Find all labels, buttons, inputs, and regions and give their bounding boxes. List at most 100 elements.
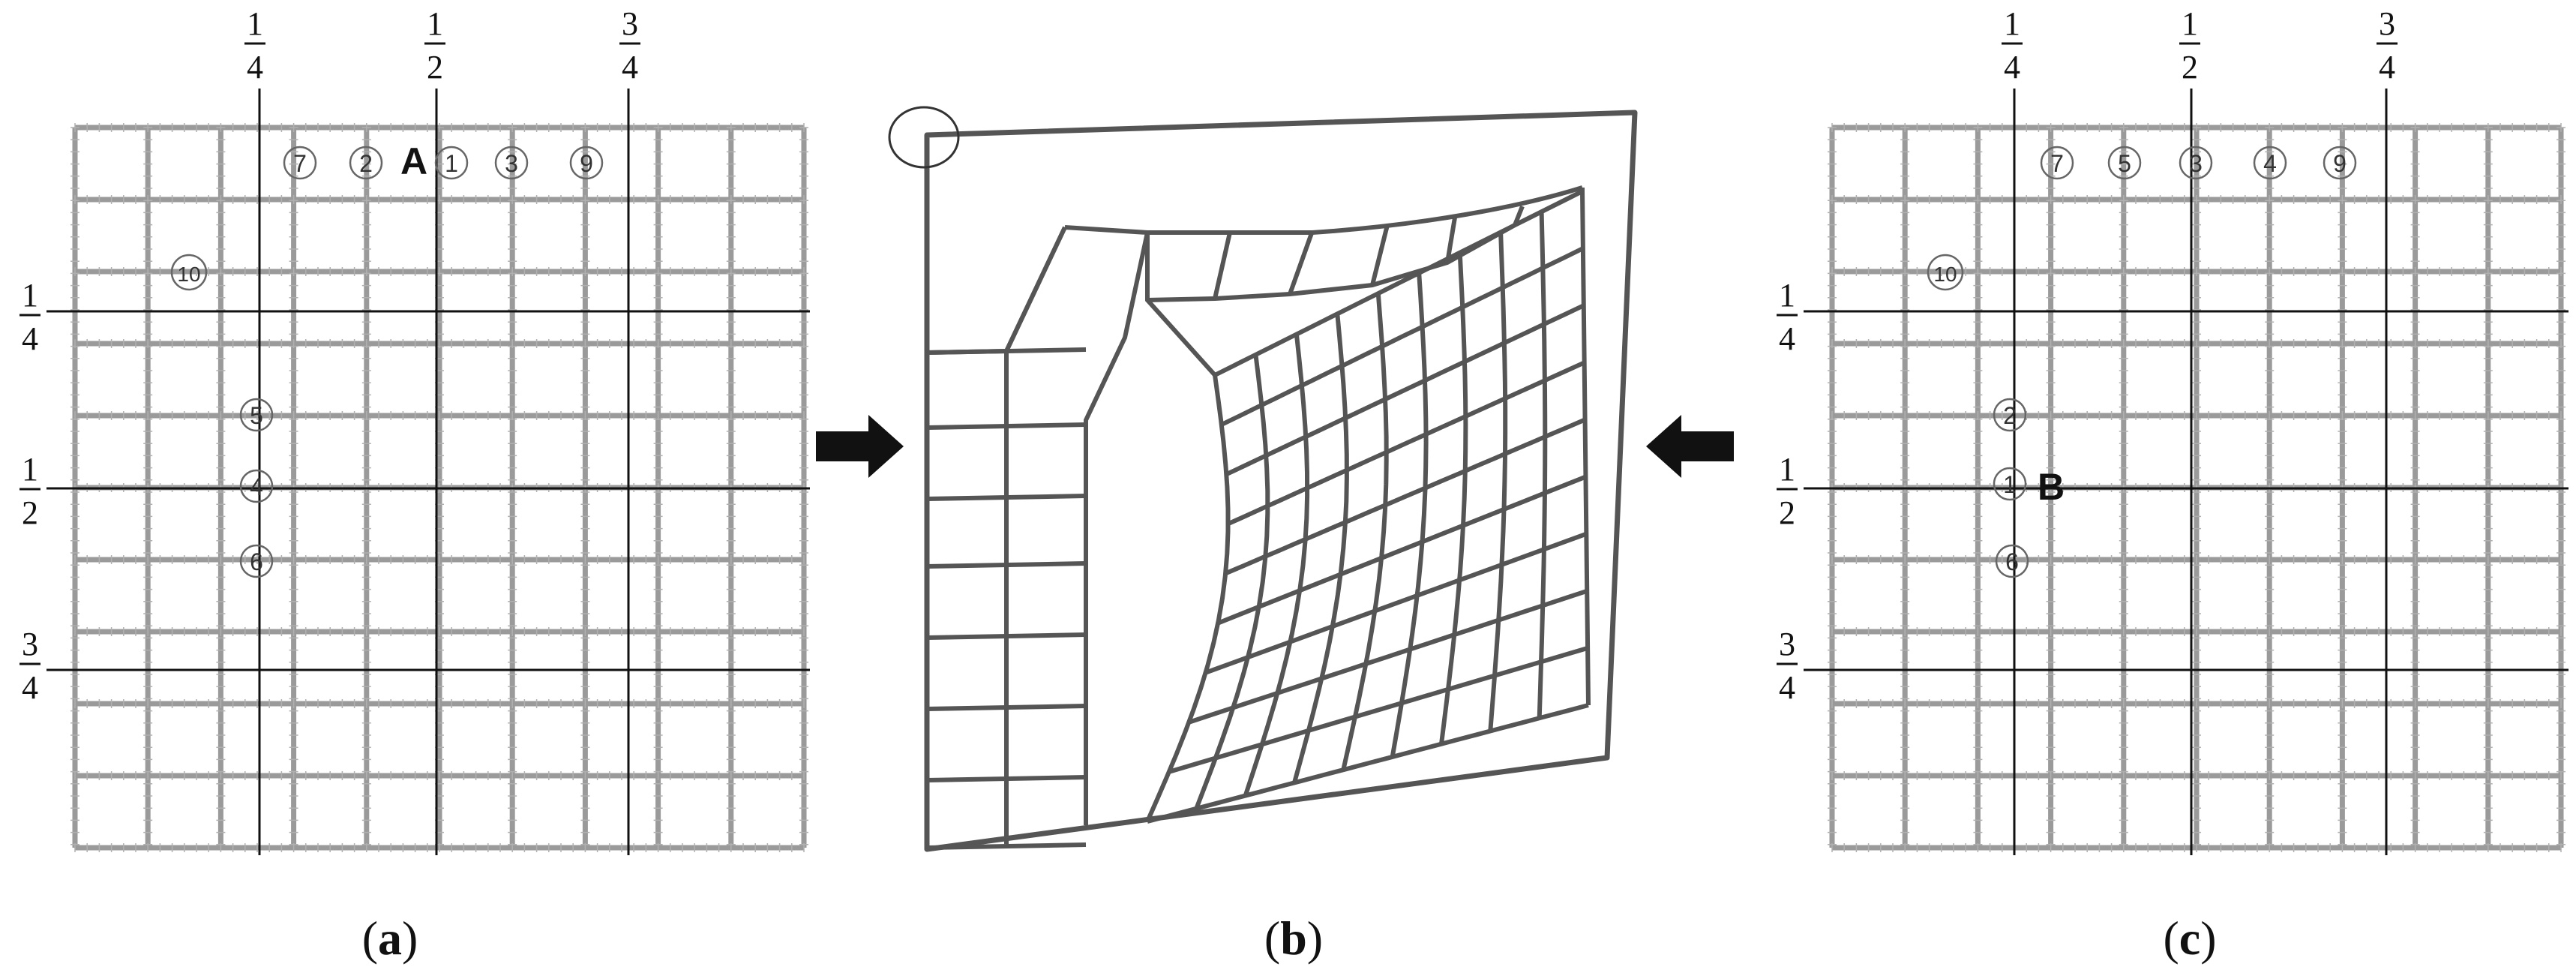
- mesh-line-vertical: [1292, 314, 1349, 784]
- svg-text:2: 2: [2003, 402, 2017, 429]
- fraction-denominator: 4: [1779, 320, 1795, 357]
- mesh-line-horizontal: [1147, 703, 1589, 824]
- svg-text:2: 2: [359, 150, 373, 177]
- fraction-denominator: 4: [622, 49, 638, 86]
- svg-text:10: 10: [1933, 263, 1957, 286]
- svg-text:4: 4: [250, 473, 263, 500]
- panel-c-top-fraction-3: 3 4: [2377, 5, 2398, 86]
- mesh-line-horizontal: [1227, 360, 1585, 527]
- mesh-line-vertical: [1084, 232, 1150, 825]
- svg-text:7: 7: [293, 150, 307, 177]
- fraction-numerator: 3: [622, 5, 638, 42]
- panel-a-left-fraction-2: 1 2: [19, 451, 40, 531]
- mesh-line-horizontal: [1220, 246, 1585, 427]
- svg-text:5: 5: [2118, 150, 2131, 177]
- fraction-numerator: 3: [22, 626, 38, 662]
- svg-text:3: 3: [2189, 150, 2203, 177]
- mesh-line-vertical: [1288, 230, 1315, 296]
- panel-c-left-fraction-3: 3 4: [1777, 626, 1798, 706]
- svg-text:6: 6: [2005, 548, 2019, 575]
- arrow-right-icon: [816, 415, 904, 478]
- mesh-line-horizontal: [1147, 189, 1584, 302]
- fraction-numerator: 1: [2004, 5, 2020, 42]
- mesh-line-vertical: [1537, 212, 1548, 719]
- mesh-line-vertical: [1145, 374, 1231, 823]
- deformed-mesh: [1145, 188, 1591, 824]
- panel-c-left-fraction-2: 1 2: [1777, 451, 1798, 531]
- svg-text:4: 4: [2263, 150, 2277, 177]
- mesh-line-horizontal: [1225, 417, 1586, 576]
- mesh-line-vertical: [1341, 293, 1389, 770]
- fraction-numerator: 1: [2182, 5, 2198, 42]
- marker: 9: [569, 146, 604, 180]
- mesh-line-vertical: [1580, 191, 1591, 706]
- marker: 3: [2179, 146, 2213, 180]
- mesh-line-vertical: [1213, 232, 1232, 299]
- grid-tick-marks: [1828, 123, 2566, 852]
- marker: 1: [1993, 467, 2027, 501]
- mesh-line-horizontal: [1225, 303, 1585, 476]
- svg-text:10: 10: [177, 263, 200, 286]
- svg-text:1: 1: [2003, 471, 2017, 498]
- mesh-line-connector: [1145, 233, 1217, 377]
- mesh-line-vertical: [1194, 354, 1270, 809]
- fraction-denominator: 2: [2182, 49, 2198, 86]
- mesh-line-vertical: [1390, 272, 1429, 758]
- fraction-denominator: 4: [22, 669, 38, 706]
- fraction-denominator: 4: [22, 320, 38, 357]
- panel-c-markers: 7 5 3 4 9 10 2: [1927, 146, 2357, 578]
- fraction-denominator: 2: [1779, 494, 1795, 531]
- fraction-denominator: 4: [2379, 49, 2395, 86]
- svg-text:3: 3: [505, 150, 518, 177]
- fraction-denominator: 2: [22, 494, 38, 531]
- point-label-b: B: [2038, 466, 2065, 508]
- marker: 4: [239, 469, 274, 503]
- arrow-left-icon: [1646, 415, 1734, 478]
- marker: 2: [349, 146, 383, 180]
- grid-tick-marks: [70, 123, 808, 852]
- fraction-numerator: 1: [1779, 277, 1795, 314]
- panel-c-top-fraction-1: 1 4: [2002, 5, 2023, 86]
- fraction-numerator: 1: [427, 5, 443, 42]
- mesh-divider-curve: [1064, 185, 1583, 235]
- mesh-line-horizontal: [926, 842, 1087, 850]
- marker: 4: [2253, 146, 2287, 180]
- marker: 6: [1995, 544, 2029, 578]
- mesh-divider-left: [926, 226, 1067, 355]
- marker: 1: [434, 146, 469, 180]
- marker: 7: [2040, 146, 2074, 180]
- mesh-line-vertical: [1488, 232, 1508, 731]
- marker: 6: [239, 544, 274, 578]
- svg-text:1: 1: [445, 150, 458, 177]
- panel-b: (b): [888, 106, 1638, 965]
- marker: 5: [239, 398, 274, 432]
- panel-a-top-fraction-1: 1 4: [244, 5, 265, 86]
- fraction-numerator: 1: [247, 5, 263, 42]
- marker: 2: [1993, 398, 2027, 432]
- svg-text:5: 5: [250, 402, 263, 429]
- mesh-line-vertical: [1439, 252, 1468, 745]
- mesh-line-vertical: [1370, 224, 1390, 286]
- mesh-line-horizontal: [1217, 474, 1587, 626]
- mesh-line-vertical: [1243, 334, 1310, 797]
- svg-text:9: 9: [2333, 150, 2347, 177]
- fraction-denominator: 4: [2004, 49, 2020, 86]
- corner-highlight-circle: [888, 106, 960, 169]
- panel-c-axes: [1804, 89, 2569, 855]
- left-mesh-strip: [926, 226, 1150, 850]
- fraction-denominator: 2: [427, 49, 443, 86]
- mesh-line-vertical: [1445, 217, 1457, 263]
- mesh-line-horizontal: [1168, 646, 1588, 774]
- svg-text:9: 9: [580, 150, 593, 177]
- fraction-numerator: 3: [1779, 626, 1795, 662]
- fraction-denominator: 4: [247, 49, 263, 86]
- point-label-a: A: [400, 140, 427, 182]
- marker: 10: [1927, 254, 1964, 291]
- panel-a-axes: [46, 89, 810, 855]
- caption-c: (c): [2163, 911, 2216, 965]
- marker: 9: [2323, 146, 2357, 180]
- panel-a: 1 4 1 2 3 4 1 4 1 2 3 4: [19, 5, 810, 965]
- panel-c-top-fraction-2: 1 2: [2179, 5, 2200, 86]
